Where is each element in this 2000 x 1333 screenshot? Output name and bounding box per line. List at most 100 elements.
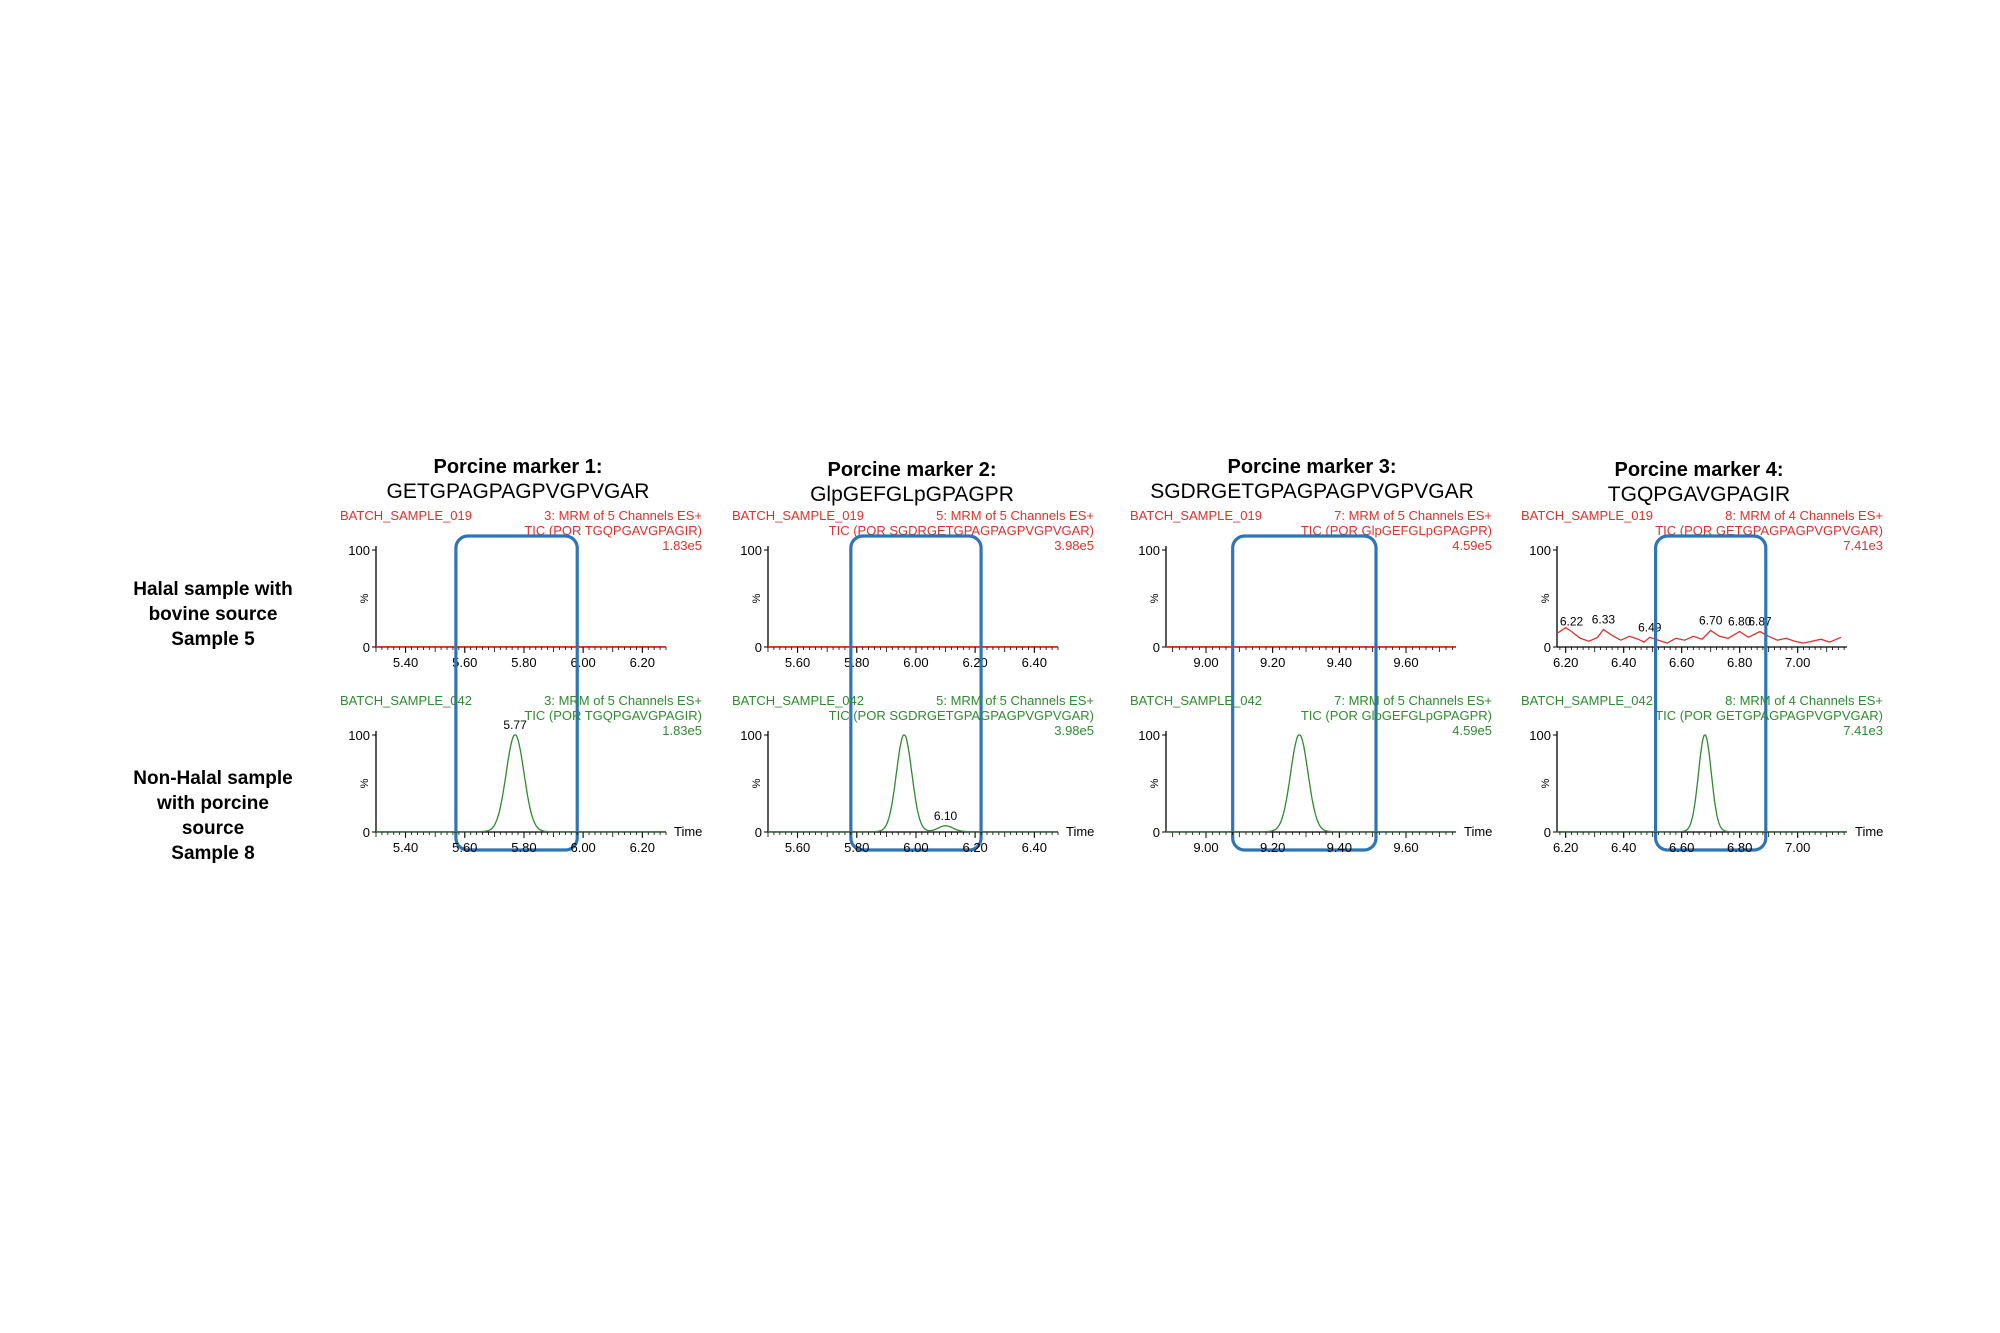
intensity-label: 3.98e5: [1054, 723, 1094, 738]
y-tick-label: 100: [1138, 543, 1160, 558]
highlight-box: [1231, 534, 1378, 852]
row-label-line: with porcine: [157, 793, 269, 814]
channel-label: 7: MRM of 5 Channels ES+: [1334, 693, 1492, 708]
peak-label: 6.49: [1638, 620, 1662, 634]
y-tick-label: 0: [1153, 640, 1160, 655]
x-tick-label: 9.40: [1327, 840, 1352, 855]
intensity-label: 7.41e3: [1843, 723, 1883, 738]
chromatogram-trace: [768, 734, 1058, 833]
row-label-line: Sample 5: [171, 629, 255, 650]
y-unit-label: %: [359, 593, 371, 603]
y-tick-label: 0: [755, 825, 762, 840]
column-header-2: Porcine marker 2: GlpGEFGLpGPAGPR: [732, 458, 1092, 507]
tic-label: TIC (POR GETGPAGPAGPVGPVGAR): [1655, 523, 1883, 538]
x-tick-label: 6.40: [1611, 655, 1636, 670]
peak-label: 6.10: [934, 809, 958, 823]
x-tick-label: 7.00: [1785, 840, 1810, 855]
channel-label: 5: MRM of 5 Channels ES+: [936, 508, 1094, 523]
x-axis-label: Time: [674, 824, 702, 839]
y-tick-label: 0: [1544, 825, 1551, 840]
channel-label: 8: MRM of 4 Channels ES+: [1725, 693, 1883, 708]
marker-sequence: TGQPGAVGPAGIR: [1607, 483, 1791, 506]
chromatogram-panel: BATCH_SAMPLE_019 3: MRM of 5 Channels ES+…: [340, 508, 702, 852]
row-label-halal: Halal sample with bovine source Sample 5: [103, 577, 323, 652]
chromatogram-trace: [376, 734, 666, 833]
y-tick-label: 0: [755, 640, 762, 655]
y-tick-label: 100: [1529, 728, 1551, 743]
sample-name: BATCH_SAMPLE_019: [340, 508, 472, 523]
marker-title: Porcine marker 4:: [1614, 459, 1784, 481]
x-tick-label: 9.40: [1327, 655, 1352, 670]
peak-label: 6.87: [1748, 614, 1772, 628]
y-unit-label: %: [751, 593, 763, 603]
y-unit-label: %: [1540, 593, 1552, 603]
column-header-1: Porcine marker 1: GETGPAGPAGPVGPVGAR: [338, 455, 698, 504]
y-unit-label: %: [1149, 778, 1161, 788]
x-tick-label: 6.80: [1727, 655, 1752, 670]
x-tick-label: 6.20: [1553, 840, 1578, 855]
marker-sequence: GETGPAGPAGPVGPVGAR: [386, 480, 650, 503]
x-tick-label: 6.80: [1727, 840, 1752, 855]
x-tick-label: 6.60: [1669, 655, 1694, 670]
x-tick-label: 6.00: [903, 655, 928, 670]
x-tick-label: 6.00: [903, 840, 928, 855]
tic-label: TIC (POR GlpGEFGLpGPAGPR): [1301, 523, 1492, 538]
y-tick-label: 100: [1138, 728, 1160, 743]
tic-label: TIC (POR SGDRGETGPAGPAGPVGPVGAR): [829, 523, 1094, 538]
x-tick-label: 5.60: [452, 655, 477, 670]
row-label-line: source: [181, 818, 245, 839]
intensity-label: 4.59e5: [1452, 538, 1492, 553]
x-tick-label: 6.20: [630, 655, 655, 670]
peak-label: 6.33: [1592, 613, 1616, 627]
row-label-line: Halal sample with: [133, 579, 293, 600]
peak-label: 5.77: [503, 718, 527, 732]
x-axis-label: Time: [1464, 824, 1492, 839]
x-tick-label: 5.80: [511, 840, 536, 855]
intensity-label: 1.83e5: [662, 723, 702, 738]
y-unit-label: %: [1540, 778, 1552, 788]
y-tick-label: 0: [1544, 640, 1551, 655]
x-tick-label: 6.20: [962, 840, 987, 855]
intensity-label: 7.41e3: [1843, 538, 1883, 553]
row-label-line: bovine source: [148, 604, 278, 625]
intensity-label: 3.98e5: [1054, 538, 1094, 553]
marker-sequence: SGDRGETGPAGPAGPVGPVGAR: [1150, 480, 1474, 503]
y-tick-label: 0: [363, 640, 370, 655]
marker-sequence: GlpGEFGLpGPAGPR: [810, 483, 1014, 506]
y-tick-label: 100: [740, 728, 762, 743]
channel-label: 5: MRM of 5 Channels ES+: [936, 693, 1094, 708]
x-tick-label: 5.40: [393, 840, 418, 855]
column-header-4: Porcine marker 4: TGQPGAVGPAGIR: [1519, 458, 1879, 507]
channel-label: 3: MRM of 5 Channels ES+: [544, 693, 702, 708]
tic-label: TIC (POR TGQPGAVGPAGIR): [524, 708, 702, 723]
sample-name: BATCH_SAMPLE_019: [732, 508, 864, 523]
x-tick-label: 5.40: [393, 655, 418, 670]
sample-name: BATCH_SAMPLE_019: [1130, 508, 1262, 523]
x-tick-label: 9.60: [1393, 655, 1418, 670]
x-tick-label: 5.60: [452, 840, 477, 855]
x-tick-label: 6.40: [1022, 655, 1047, 670]
chromatogram-trace: [1557, 734, 1847, 833]
x-tick-label: 7.00: [1785, 655, 1810, 670]
chromatogram-trace: [1166, 734, 1456, 833]
channel-label: 8: MRM of 4 Channels ES+: [1725, 508, 1883, 523]
peak-label: 6.70: [1699, 614, 1723, 628]
highlight-box: [849, 534, 983, 852]
channel-label: 7: MRM of 5 Channels ES+: [1334, 508, 1492, 523]
y-unit-label: %: [1149, 593, 1161, 603]
x-tick-label: 9.20: [1260, 655, 1285, 670]
chromatogram-panel: BATCH_SAMPLE_019 8: MRM of 4 Channels ES+…: [1521, 508, 1883, 852]
y-unit-label: %: [751, 778, 763, 788]
intensity-label: 4.59e5: [1452, 723, 1492, 738]
column-header-3: Porcine marker 3: SGDRGETGPAGPAGPVGPVGAR: [1132, 455, 1492, 504]
sample-name: BATCH_SAMPLE_019: [1521, 508, 1653, 523]
y-tick-label: 100: [348, 728, 370, 743]
chromatogram-trace: [1556, 626, 1842, 644]
x-tick-label: 6.20: [962, 655, 987, 670]
x-tick-label: 5.80: [511, 655, 536, 670]
x-tick-label: 5.60: [785, 655, 810, 670]
